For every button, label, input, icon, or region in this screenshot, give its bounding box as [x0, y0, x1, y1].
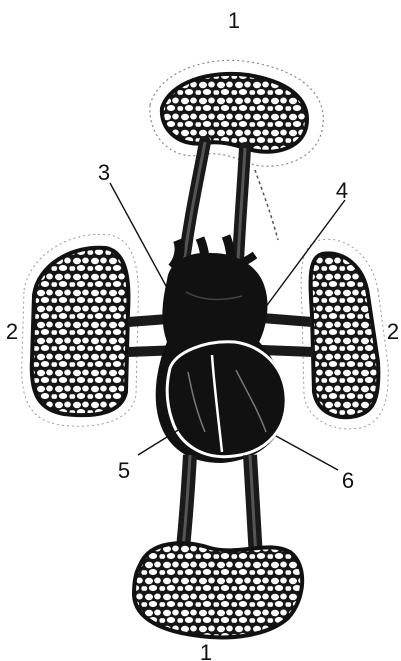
label-4: 4 — [336, 178, 348, 203]
label-3: 3 — [98, 160, 110, 185]
left-lung-capillaries — [22, 234, 139, 426]
label-1-bottom: 1 — [200, 640, 212, 661]
label-5: 5 — [118, 458, 130, 483]
label-1-top: 1 — [228, 8, 240, 33]
lower-capillary-network — [134, 543, 302, 637]
label-2-left: 2 — [6, 319, 18, 344]
upper-capillary-network — [150, 60, 323, 166]
label-6: 6 — [342, 468, 354, 493]
label-2-right: 2 — [387, 319, 399, 344]
right-lung-capillaries — [301, 239, 388, 429]
